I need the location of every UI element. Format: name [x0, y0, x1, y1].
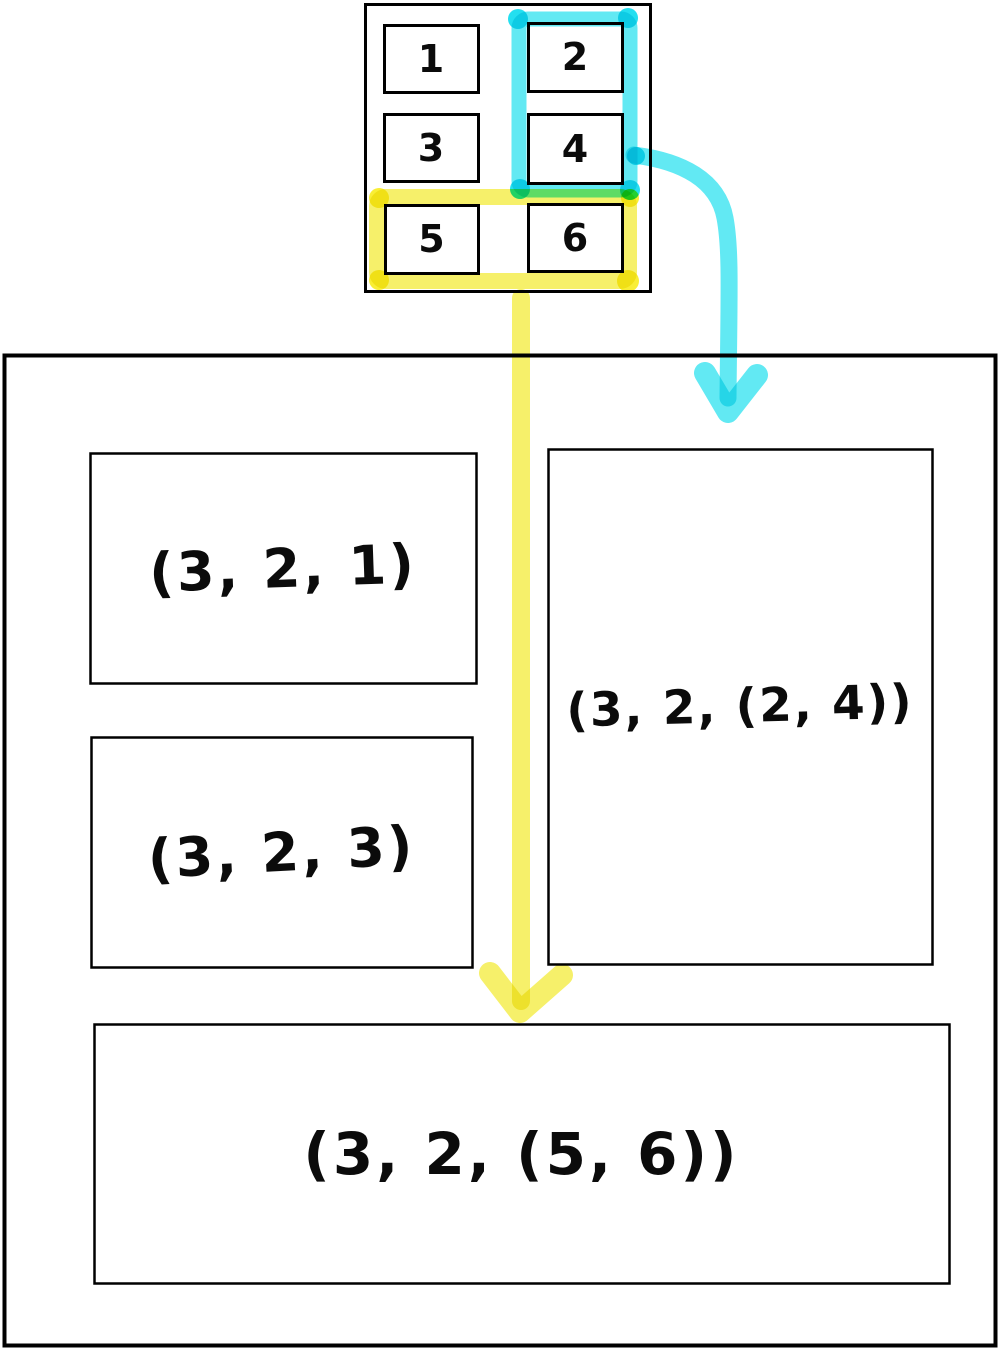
marker-layer [369, 8, 768, 1023]
grid-figure [364, 3, 652, 293]
yellow-ink-dot [369, 188, 389, 208]
yellow-ink-dot [617, 270, 639, 292]
cell-4-box [527, 113, 624, 185]
cell-6-box [527, 203, 624, 273]
yellow-highlight-outline [369, 189, 637, 289]
tuple-3-2-56-box [93, 1023, 951, 1285]
cyan-arrow-shaft [625, 146, 738, 407]
cell-1-box [383, 24, 480, 94]
cyan-highlight-outline [511, 11, 638, 198]
yellow-ink-dots [369, 188, 639, 292]
tuple-3-2-1-box [89, 452, 478, 685]
cell-3-box [383, 113, 480, 183]
cyan-ink-dot [510, 179, 530, 199]
yellow-ink-dot [621, 189, 639, 207]
tuple-3-2-3-box [90, 736, 474, 969]
cell-5-box [384, 204, 480, 275]
tuple-3-2-24-box [547, 448, 934, 966]
cyan-arrow-head [694, 362, 768, 423]
cyan-ink-dot [618, 8, 638, 28]
yellow-arrow-head [479, 962, 573, 1023]
cyan-ink-dot [508, 9, 528, 29]
yellow-ink-dot [369, 270, 389, 290]
cyan-ink-dot [627, 147, 645, 165]
cell-2-box [527, 22, 624, 93]
main-figure [2, 353, 998, 1348]
